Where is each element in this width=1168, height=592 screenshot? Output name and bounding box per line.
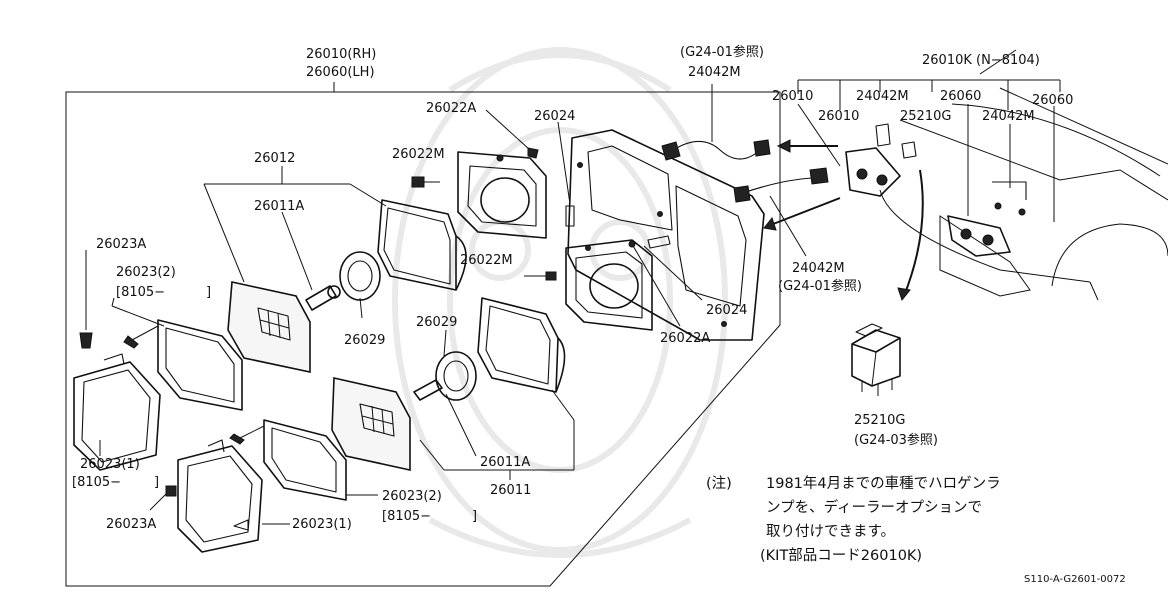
mounting-panel (567, 129, 765, 341)
label-26024-mid: 26024 (706, 303, 747, 318)
halogen-lamp-26011 (331, 377, 411, 471)
arrow-to-relay (897, 169, 924, 302)
label-26011: 26011 (490, 483, 531, 498)
label-26023-1-left-date: [8105− (72, 475, 121, 490)
label-kit-26010k: 26010K (N−8104) (922, 53, 1040, 68)
diagram-code: S110-A-G2601-0072 (1024, 574, 1126, 585)
watermark-emblem (392, 47, 728, 558)
screw-26023a-bottom (149, 485, 177, 511)
label-ref-g24-01-top: (G24-01参照) (680, 44, 764, 60)
arrow-to-car-top (776, 139, 838, 153)
wiring-harness-mid (733, 167, 829, 257)
frame-26023-2-left (123, 319, 243, 411)
label-26022a-top: 26022A (426, 101, 476, 116)
relay-25210g (851, 323, 901, 396)
kit-bracket-lines (797, 49, 1061, 222)
label-bracket-left: ] (206, 285, 211, 300)
kit-headlamp-left (845, 123, 917, 197)
label-relay-25210g: 25210G (854, 413, 905, 428)
screw-26022a-top (485, 109, 539, 159)
halogen-lamp-26012 (227, 281, 311, 373)
arrow-to-car-mid (763, 197, 841, 231)
note-line-3: 取り付けできます。 (766, 523, 895, 540)
reflector-frame-top (377, 199, 467, 291)
label-26022m-mid: 26022M (460, 253, 513, 268)
label-kit-24042m-b: 24042M (982, 109, 1035, 124)
label-26022m-top: 26022M (392, 147, 445, 162)
label-kit-25210g: 25210G (900, 109, 951, 124)
screw-26022m-top (411, 176, 440, 188)
housing-bucket-mid (565, 239, 653, 331)
label-26023-2-left-date: [8105− (116, 285, 165, 300)
label-24042m-top: 24042M (688, 65, 741, 80)
label-26022a-mid: 26022A (660, 331, 710, 346)
kit-headlamp-right (947, 181, 1027, 257)
note-line-1: 1981年4月までの車種でハロゲンラ (766, 475, 1001, 492)
label-26023a-bottom: 26023A (106, 517, 156, 532)
label-kit-24042m-a: 24042M (856, 89, 909, 104)
bezel-26023-1-left (73, 353, 161, 471)
label-ref-g24-01-mid: (G24-01参照) (778, 278, 862, 294)
label-bracket-left-low: ] (154, 475, 159, 490)
label-ref-g24-03: (G24-03参照) (854, 432, 938, 448)
label-headlamp-lh: 26060(LH) (306, 65, 375, 80)
label-24042m-mid: 24042M (792, 261, 845, 276)
dust-cap-26029-left (339, 251, 381, 301)
label-26023-2-left: 26023(2) (116, 265, 176, 280)
label-26029-left: 26029 (344, 333, 385, 348)
bulb-26011a-top (305, 285, 341, 311)
assembly-outline (65, 91, 781, 587)
note-line-4: (KIT部品コード26010K) (760, 547, 922, 564)
label-26024-top: 26024 (534, 109, 575, 124)
wiring-harness-top (661, 84, 771, 161)
label-26011a-low: 26011A (480, 455, 530, 470)
label-26012: 26012 (254, 151, 295, 166)
spring-26024-top (557, 121, 575, 227)
screw-26022a-mid (628, 240, 681, 327)
label-26023-2-bottom: 26023(2) (382, 489, 442, 504)
note-marker: (注) (706, 475, 732, 492)
label-headlamp-rh: 26010(RH) (306, 47, 376, 62)
housing-bucket-top (457, 151, 547, 239)
label-kit-26060-a: 26060 (940, 89, 981, 104)
frame-26023-2-bottom (229, 419, 347, 501)
label-26023-1-bottom: 26023(1) (292, 517, 352, 532)
spring-26024-mid (643, 235, 703, 301)
bezel-26023-1-bottom (177, 439, 263, 553)
label-kit-26060-b: 26060 (1032, 93, 1073, 108)
label-26011a-top: 26011A (254, 199, 304, 214)
label-kit-26010-a: 26010 (772, 89, 813, 104)
note-line-2: ンプを、ディーラーオプションで (766, 498, 982, 516)
label-bracket-bottom: ] (472, 509, 477, 524)
label-26023a-left: 26023A (96, 237, 146, 252)
label-kit-26010-b: 26010 (818, 109, 859, 124)
leader-lines (99, 166, 575, 525)
dust-cap-26029-mid (413, 351, 477, 401)
label-26023-1-left: 26023(1) (80, 457, 140, 472)
screw-26022m-mid (524, 271, 557, 281)
reflector-frame-low (477, 297, 566, 393)
car-front-outline (879, 87, 1168, 301)
label-26029-mid: 26029 (416, 315, 457, 330)
screw-26023a-left (79, 250, 93, 349)
label-26023-2-bottom-date: [8105− (382, 509, 431, 524)
